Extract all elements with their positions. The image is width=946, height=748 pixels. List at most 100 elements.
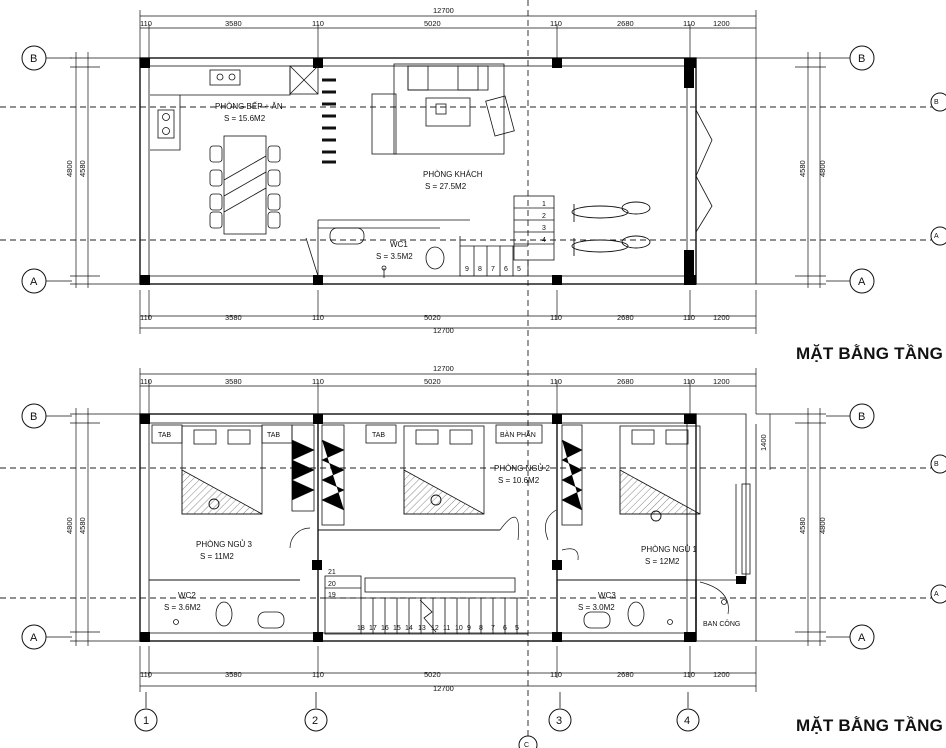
svg-text:PHÒNG NGỦ 3: PHÒNG NGỦ 3 [196,540,253,549]
svg-text:13: 13 [418,625,426,632]
wardrobe-hatch [291,439,583,511]
svg-text:S = 10.6M2: S = 10.6M2 [498,476,540,485]
svg-text:16: 16 [381,625,389,632]
svg-text:BÀN PHẤN: BÀN PHẤN [500,429,536,439]
svg-text:4580: 4580 [78,517,87,534]
axis-b-right-1: B [858,53,865,65]
svg-text:110: 110 [312,377,324,386]
svg-text:1400: 1400 [759,434,768,451]
svg-text:WC1: WC1 [390,240,408,249]
axis-b-left-1: B [30,53,37,65]
axis-a-left-2: A [30,632,38,644]
section-mark-a1: A [934,233,939,240]
floor1-stair [459,195,555,277]
floor2-beds [181,425,701,515]
floor1-axis-bubbles [21,45,875,294]
floor1-right-dimensions [756,52,826,288]
motorbikes [571,201,651,256]
svg-text:PHÒNG BẾP + ĂN: PHÒNG BẾP + ĂN [215,101,283,111]
living-sofa-set [371,63,515,155]
svg-text:4580: 4580 [798,160,807,177]
svg-text:TAB: TAB [267,432,280,439]
svg-text:110: 110 [550,19,562,28]
svg-text:110: 110 [550,670,562,679]
floor1-left-dimensions [70,52,140,288]
axis-col-4: 4 [684,715,690,727]
svg-text:2680: 2680 [617,377,634,386]
svg-text:110: 110 [683,670,695,679]
svg-text:12700: 12700 [433,6,454,15]
svg-text:11: 11 [443,625,450,632]
section-mark-c: C [524,742,529,748]
svg-text:110: 110 [140,313,152,322]
floor1-columns [140,58,696,285]
svg-text:1200: 1200 [713,670,730,679]
svg-text:110: 110 [683,19,695,28]
svg-text:S = 3.5M2: S = 3.5M2 [376,252,413,261]
svg-text:15: 15 [393,625,401,632]
svg-text:110: 110 [312,19,324,28]
svg-text:TAB: TAB [372,432,385,439]
svg-text:2680: 2680 [617,19,634,28]
axis-a-right-2: A [858,632,866,644]
column-axis-bubbles [134,692,700,732]
svg-text:20: 20 [328,581,336,588]
svg-text:1200: 1200 [713,377,730,386]
svg-text:4800: 4800 [818,517,827,534]
svg-text:110: 110 [140,19,152,28]
svg-text:1: 1 [542,201,546,208]
axis-b-left-2: B [30,411,37,423]
wc1-fixtures [305,219,470,278]
floor2-walls [139,413,757,642]
axis-col-1: 1 [143,715,149,727]
floor2-stair [324,575,528,635]
axis-a-right-1: A [858,276,866,288]
svg-text:S = 12M2: S = 12M2 [645,557,680,566]
svg-text:BAN CÔNG: BAN CÔNG [703,619,740,628]
svg-text:12700: 12700 [433,364,454,373]
svg-text:4580: 4580 [78,160,87,177]
kitchen-counter [150,65,319,151]
svg-text:7: 7 [491,625,495,632]
svg-text:3580: 3580 [225,19,242,28]
axis-col-2: 2 [312,715,318,727]
svg-text:5020: 5020 [424,313,441,322]
svg-text:PHÒNG NGỦ 2: PHÒNG NGỦ 2 [494,464,551,473]
svg-text:TAB: TAB [158,432,171,439]
floor2-columns [140,414,746,642]
floor1-bottom-dimensions [139,290,757,334]
svg-text:2680: 2680 [617,670,634,679]
svg-text:6: 6 [503,625,507,632]
svg-text:2680: 2680 [617,313,634,322]
svg-text:9: 9 [467,625,471,632]
floor1-title: MẶT BẰNG TẦNG 1 [796,344,946,363]
svg-text:110: 110 [683,313,695,322]
svg-text:3580: 3580 [225,377,242,386]
svg-text:6: 6 [504,266,508,273]
svg-text:17: 17 [369,625,377,632]
svg-text:110: 110 [140,670,152,679]
floor1-plan: 12700 3580 5020 2680 1200 110 110 110 11… [65,6,827,335]
section-mark-b1: B [934,99,939,106]
svg-text:3580: 3580 [225,670,242,679]
svg-text:5: 5 [517,266,521,273]
svg-text:21: 21 [328,569,336,576]
svg-text:1200: 1200 [713,313,730,322]
svg-text:WC3: WC3 [598,591,616,600]
floor2-bottom-dimensions [139,646,757,692]
axis-b-right-2: B [858,411,865,423]
svg-text:8: 8 [479,625,483,632]
svg-text:10: 10 [455,625,463,632]
svg-text:110: 110 [312,670,324,679]
floor1-top-dimensions [139,10,757,58]
svg-text:12: 12 [431,625,439,632]
section-mark-b2: B [934,461,939,468]
svg-text:3580: 3580 [225,313,242,322]
floor2-top-dimensions [139,368,757,414]
svg-text:8: 8 [478,266,482,273]
floor2-plan: 12700 3580 5020 2680 1200 110 110 110 11… [65,364,827,693]
svg-text:110: 110 [550,377,562,386]
svg-text:4800: 4800 [818,160,827,177]
floor2-axis-bubbles [21,403,875,650]
floor2-wc-fixtures [173,483,751,629]
